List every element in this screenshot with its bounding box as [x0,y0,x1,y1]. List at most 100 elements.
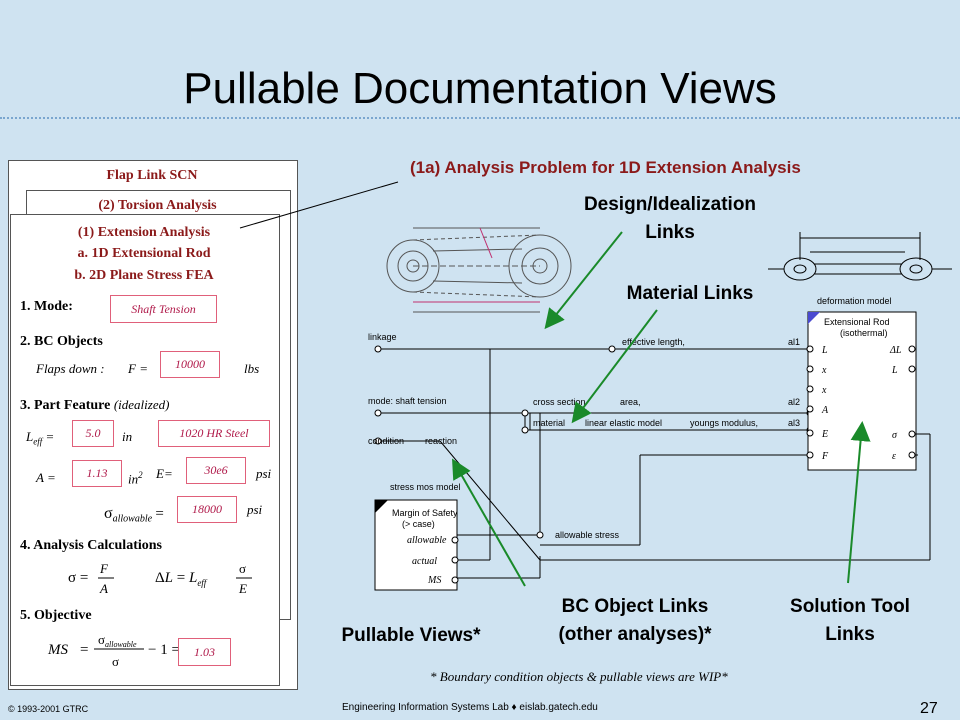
lab-footer: Engineering Information Systems Lab ♦ ei… [342,702,598,713]
force-unit: lbs [244,361,260,376]
svg-text:E: E [821,429,828,440]
dg-allowable-stress: allowable stress [555,530,620,540]
dg-effective-length: effective length, [622,337,685,347]
svg-text:ΔL = Leff: ΔL = Leff [155,570,208,588]
dg-deformation-model: deformation model [817,296,892,306]
force-variable: F = [128,361,148,376]
design-idealization-links-line2: Links [645,222,695,243]
svg-text:σ: σ [892,430,898,441]
page-title: Pullable Documentation Views [183,64,777,113]
dg-mos-title-1: Margin of Safety [392,508,458,518]
extension-heading-2: a. 1D Extensional Rod [77,246,211,261]
sigma-equals: = [155,506,164,522]
pullable-views-callout: Pullable Views* [341,625,481,646]
sigma-allowable-variable: σallowable = [104,505,164,525]
solution-link-arrow [847,421,871,584]
svg-text:E: E [238,581,247,596]
svg-text:MS: MS [47,642,68,658]
dg-mos-title-2: (> case) [402,519,435,529]
dg-cross-section: cross section [533,397,586,407]
material-link-arrow [571,309,658,424]
dg-reaction: reaction [425,436,457,446]
solution-tool-links-line1: Solution Tool [790,596,910,617]
svg-text:σ =: σ = [68,570,88,586]
dg-rod-title-1: Extensional Rod [824,317,890,327]
dg-mos-ms: MS [427,575,441,586]
dg-al3: al3 [788,418,800,428]
mode-value-field[interactable]: Shaft Tension [110,295,217,323]
bc-object-links-line1: BC Object Links [561,596,709,617]
sigma-allowable-value-field[interactable]: 18000 [177,496,237,523]
objective-equation: MS = σallowable σ − 1 = [47,632,179,669]
leff-unit: in [122,429,133,444]
sigma-subscript: allowable [112,513,153,525]
wip-note: * Boundary condition objects & pullable … [430,669,728,684]
ms-value-field[interactable]: 1.03 [178,638,231,666]
svg-text:σ: σ [112,654,119,669]
svg-text:=: = [80,642,88,658]
svg-text:L: L [821,345,828,356]
dg-condition: condition [368,436,404,446]
svg-text:x: x [821,385,827,396]
flap-link-sketch [386,227,572,313]
svg-text:ΔL: ΔL [889,345,902,356]
area-value-field[interactable]: 1.13 [72,460,122,487]
bc-object-links-line2: (other analyses)* [558,624,712,645]
bc-link-arrow [452,458,526,587]
dg-al2: al2 [788,397,800,407]
dg-al1: al1 [788,337,800,347]
part-feature-text: 3. Part Feature [20,398,111,413]
leff-subscript: eff [33,436,43,447]
dg-rod-title-2: (isothermal) [840,328,888,338]
leff-symbol: L [26,429,34,444]
e-variable: E= [156,466,173,481]
margin-of-safety-box [374,499,458,591]
svg-text:− 1 =: − 1 = [148,642,179,658]
part-feature-qualifier: (idealized) [113,397,170,412]
sigma-symbol: σ [104,505,113,522]
material-value-field[interactable]: 1020 HR Steel [158,420,270,447]
leff-equals: = [42,429,55,444]
dg-linkage: linkage [368,332,397,342]
area-unit-exponent: 2 [138,470,143,480]
part-feature-label: 3. Part Feature (idealized) [20,397,169,414]
page-number: 27 [920,700,938,717]
svg-text:A: A [99,581,108,596]
leader-line [239,181,399,229]
card-flap-link-scn-title: Flap Link SCN [106,168,198,183]
dg-material: material [533,418,565,428]
mode-label: 1. Mode: [20,299,73,314]
card-extension-analysis[interactable] [10,214,280,686]
area-unit-base: in [128,471,139,487]
analysis-problem-title: (1a) Analysis Problem for 1D Extension A… [410,158,801,177]
e-unit: psi [256,466,272,481]
solution-tool-links-line2: Links [825,624,875,645]
leff-value-field[interactable]: 5.0 [72,420,114,447]
leff-variable: Leff = [26,429,54,447]
rod-sketch [768,232,952,281]
title-divider [0,117,960,119]
svg-text:x: x [821,365,827,376]
area-unit: in2 [128,470,143,487]
svg-text:ε: ε [892,451,896,462]
material-links-callout: Material Links [626,283,754,304]
flaps-down-label: Flaps down : [36,361,105,376]
svg-text:A: A [821,405,829,416]
extension-heading-1: (1) Extension Analysis [77,225,211,240]
objective-label: 5. Objective [20,608,92,623]
dg-mos-actual: actual [412,556,437,567]
e-value-field[interactable]: 30e6 [186,457,246,484]
copyright-footer: © 1993-2001 GTRC [8,704,89,714]
sigma-allowable-unit: psi [247,502,263,517]
svg-text:F: F [821,451,829,462]
dg-mos-allowable: allowable [407,535,447,546]
extension-heading-3: b. 2D Plane Stress FEA [74,268,214,283]
force-value-field[interactable]: 10000 [160,351,220,378]
design-idealization-links-line1: Design/Idealization [583,194,757,215]
dg-linear-elastic: linear elastic model [585,418,662,428]
dg-area: area, [620,397,641,407]
extensional-rod-box [807,311,917,471]
area-variable: A = [36,470,56,485]
analysis-calculations-label: 4. Analysis Calculations [20,538,162,553]
